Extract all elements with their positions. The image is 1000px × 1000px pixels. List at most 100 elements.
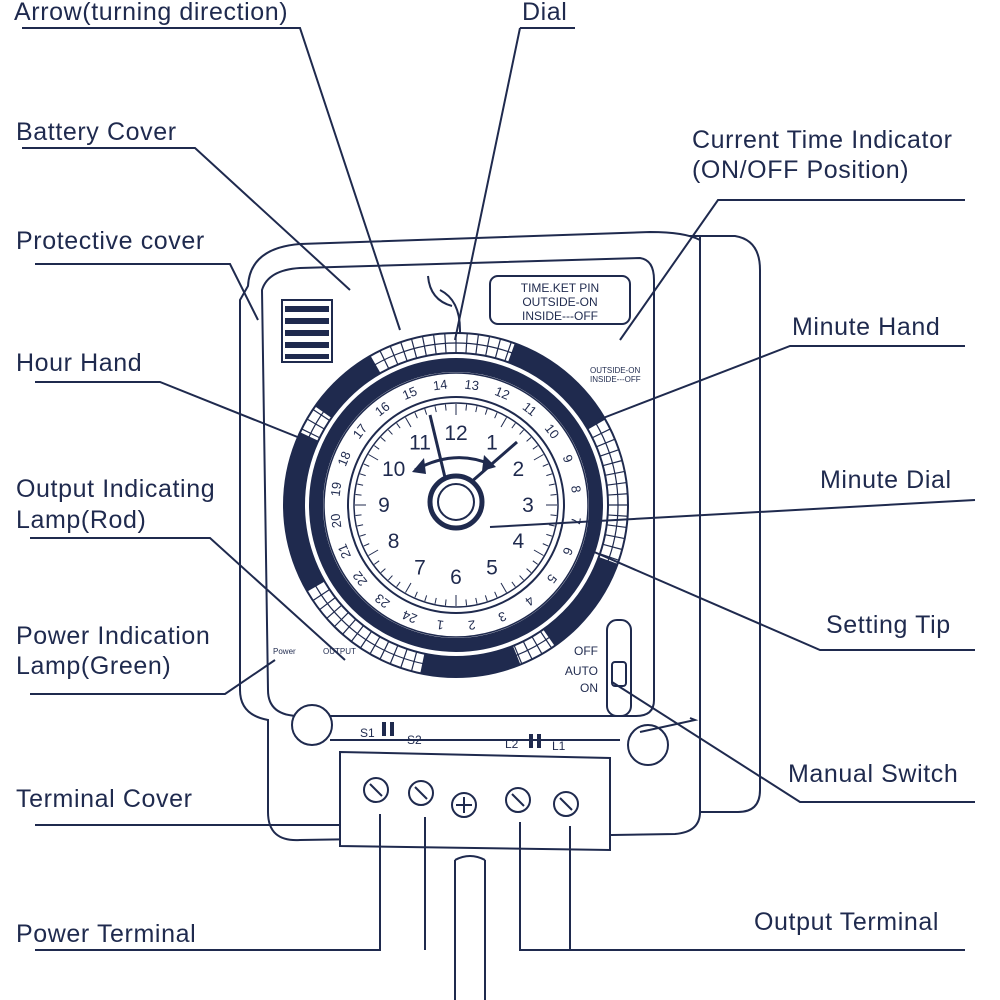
minute-tick bbox=[414, 412, 418, 419]
cable bbox=[454, 855, 486, 1000]
minute-tick bbox=[542, 543, 549, 547]
minute-tick bbox=[359, 473, 366, 477]
clock-number: 2 bbox=[513, 458, 525, 481]
indicator-small-2: INSIDE---OFF bbox=[590, 375, 641, 384]
minute-tick bbox=[363, 463, 370, 467]
callout-current-time-2: (ON/OFF Position) bbox=[692, 156, 909, 184]
clock-number: 8 bbox=[388, 530, 400, 553]
minute-tick bbox=[396, 581, 401, 588]
clock-number: 9 bbox=[378, 494, 390, 517]
minute-tick bbox=[548, 483, 555, 486]
callout-setting-tip: Setting Tip bbox=[826, 611, 951, 639]
minute-tick bbox=[388, 575, 393, 581]
ring-number: 13 bbox=[464, 377, 480, 394]
ring-number: 24 bbox=[400, 607, 419, 626]
ring-number: 12 bbox=[493, 383, 512, 402]
callout-power-lamp-2: Lamp(Green) bbox=[16, 652, 171, 680]
callout-arrow: Arrow(turning direction) bbox=[14, 0, 288, 26]
clock-number: 5 bbox=[486, 556, 498, 579]
timer-device: TIME.KET PIN OUTSIDE-ON INSIDE---OFF OUT… bbox=[239, 230, 761, 1000]
minute-tick bbox=[424, 408, 428, 415]
callout-terminal-cover: Terminal Cover bbox=[16, 785, 193, 813]
minute-tick bbox=[373, 560, 380, 565]
battery-cover bbox=[281, 299, 333, 363]
minute-tick bbox=[424, 595, 428, 602]
minute-tick bbox=[414, 591, 418, 598]
minute-tick bbox=[373, 445, 380, 450]
callout-lines bbox=[22, 27, 976, 951]
minute-tick bbox=[526, 568, 532, 573]
callout-minute-hand: Minute Hand bbox=[792, 313, 940, 341]
minute-tick bbox=[494, 412, 498, 419]
power-label: Power bbox=[273, 647, 296, 656]
info-box: TIME.KET PIN OUTSIDE-ON INSIDE---OFF bbox=[489, 275, 631, 325]
callout-minute-dial: Minute Dial bbox=[820, 466, 952, 494]
setting-tip-on-segment bbox=[507, 343, 605, 429]
minute-tick bbox=[533, 549, 544, 556]
clock-number: 11 bbox=[409, 432, 431, 455]
minute-tick bbox=[355, 493, 362, 496]
ring-number: 17 bbox=[350, 421, 371, 442]
callout-protective-cover: Protective cover bbox=[16, 227, 205, 255]
protective-cover bbox=[260, 256, 655, 717]
minute-tick bbox=[363, 543, 370, 547]
minute-tick bbox=[380, 568, 386, 573]
minute-tick bbox=[532, 560, 539, 565]
callout-labels: Arrow(turning direction) Dial Battery Co… bbox=[14, 0, 958, 948]
arrow-cap bbox=[427, 275, 453, 307]
minute-tick bbox=[550, 493, 557, 496]
minute-tick bbox=[475, 597, 478, 604]
minute-tick bbox=[465, 404, 468, 411]
terminal-l2-label: L2 bbox=[505, 737, 519, 751]
minute-tick bbox=[359, 533, 366, 537]
minute-tick bbox=[511, 422, 516, 429]
minute-tick bbox=[368, 454, 379, 461]
info-line-2: OUTSIDE-ON bbox=[522, 295, 597, 309]
terminal-s2-label: S2 bbox=[407, 733, 422, 747]
turning-arrow-mark bbox=[439, 289, 461, 336]
setting-tip-on-segment bbox=[543, 556, 618, 646]
clock-number: 7 bbox=[414, 556, 426, 579]
ring-number: 1 bbox=[436, 617, 445, 633]
output-label: OUTPUT bbox=[323, 647, 356, 656]
minute-tick bbox=[357, 524, 364, 527]
minute-tick bbox=[484, 408, 488, 415]
ring-number: 21 bbox=[334, 542, 353, 561]
terminal-labels: S1 S2 L2 L1 bbox=[330, 722, 620, 753]
callout-battery-cover: Battery Cover bbox=[16, 118, 177, 146]
minute-tick bbox=[396, 422, 401, 429]
setting-tip-on-segment bbox=[283, 432, 325, 591]
callout-current-time-1: Current Time Indicator bbox=[692, 126, 953, 154]
terminal-l1-label: L1 bbox=[552, 739, 566, 753]
minute-tick bbox=[475, 406, 478, 413]
callout-power-terminal: Power Terminal bbox=[16, 920, 196, 948]
minute-tick bbox=[465, 599, 468, 606]
minute-tick bbox=[542, 463, 549, 467]
indicator-small-1: OUTSIDE-ON bbox=[590, 366, 640, 375]
minute-tick bbox=[388, 429, 393, 435]
minute-tick bbox=[548, 524, 555, 527]
clock-number: 10 bbox=[382, 458, 405, 481]
minute-tick bbox=[526, 437, 532, 442]
callout-output-terminal: Output Terminal bbox=[754, 908, 939, 936]
minute-tick bbox=[484, 595, 488, 602]
ring-number: 2 bbox=[467, 617, 476, 633]
setting-tip-on-segment bbox=[315, 356, 380, 418]
minute-tick bbox=[533, 454, 544, 461]
clock-number: 1 bbox=[486, 432, 498, 455]
minute-tick bbox=[532, 445, 539, 450]
minute-tick bbox=[405, 582, 412, 593]
minute-tick bbox=[500, 582, 507, 593]
terminal-cover bbox=[339, 750, 611, 852]
info-line-1: TIME.KET PIN bbox=[521, 281, 599, 295]
minute-tick bbox=[434, 406, 437, 413]
ring-number: 8 bbox=[568, 485, 584, 494]
mount-hole-right bbox=[627, 724, 669, 766]
minute-tick bbox=[519, 429, 524, 435]
callout-output-lamp-1: Output Indicating bbox=[16, 475, 215, 503]
callout-output-lamp-2: Lamp(Rod) bbox=[16, 506, 146, 534]
minute-tick bbox=[511, 581, 516, 588]
callout-power-lamp-1: Power Indication bbox=[16, 622, 210, 650]
